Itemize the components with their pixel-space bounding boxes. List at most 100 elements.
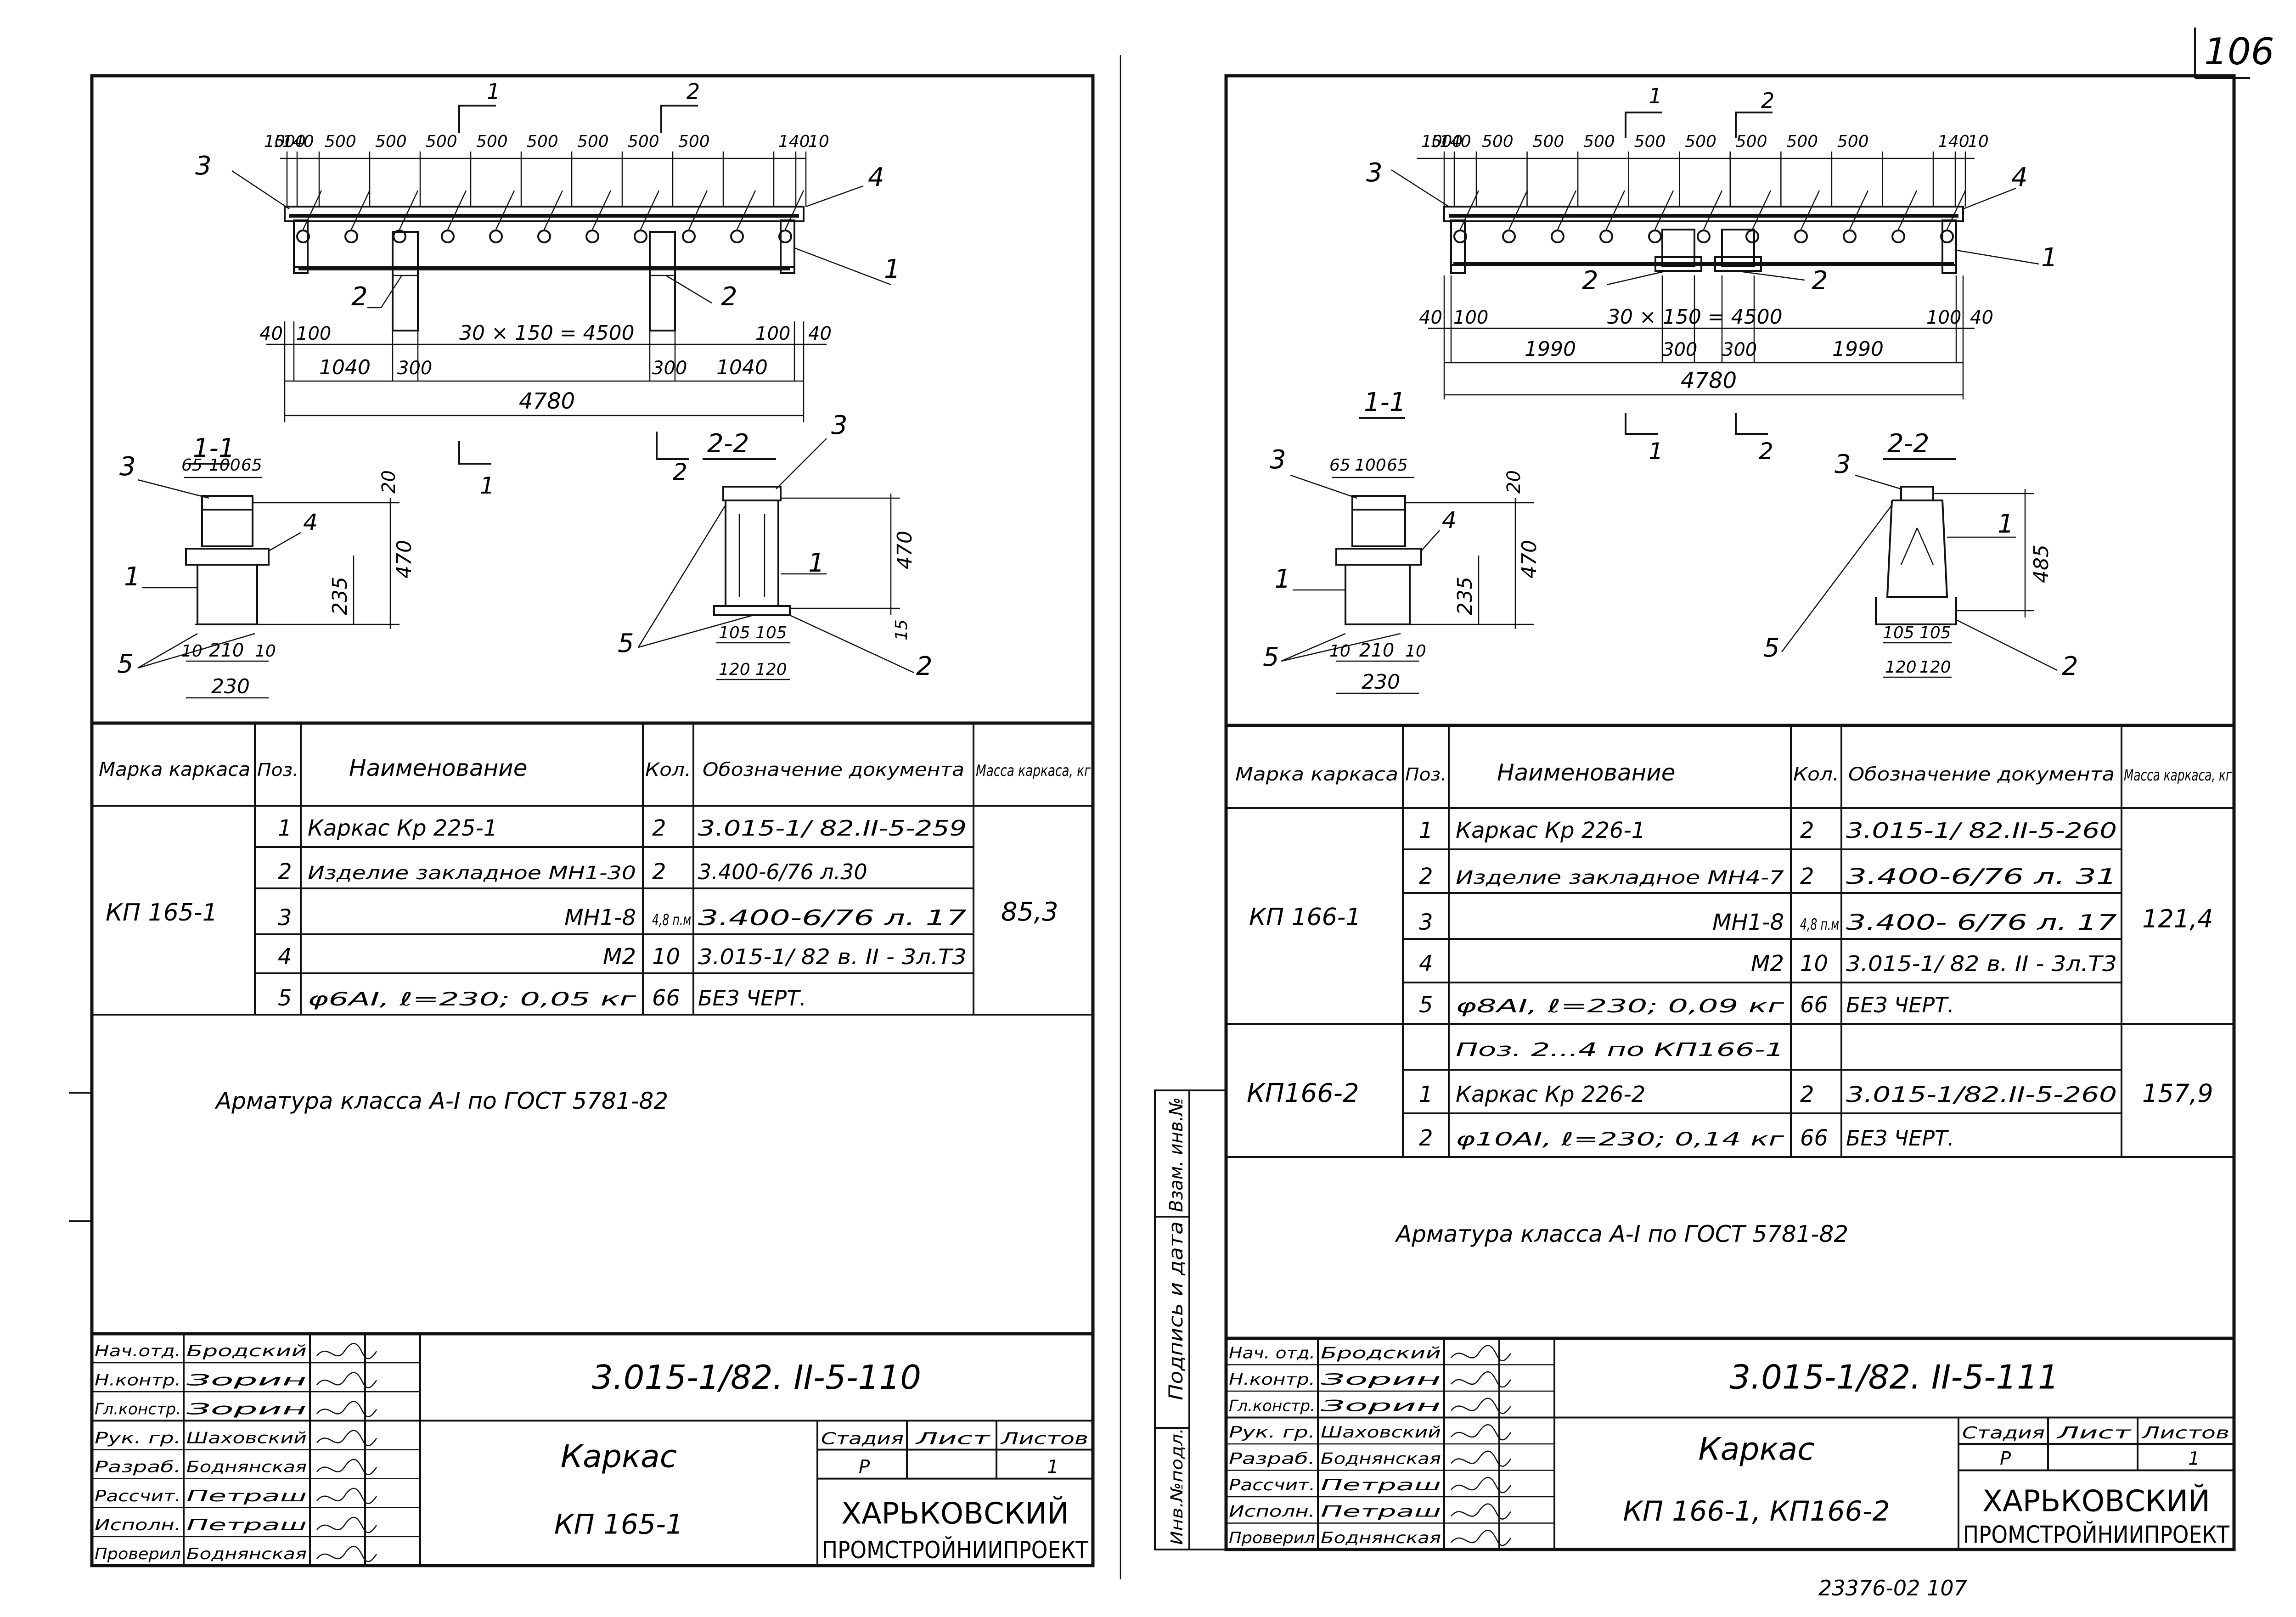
- svg-text:2: 2: [687, 79, 700, 104]
- svg-text:4: 4: [1442, 507, 1457, 533]
- svg-text:40: 40: [1419, 307, 1442, 328]
- row-pos: 4: [1419, 951, 1433, 977]
- stud: [1745, 230, 1759, 243]
- tb-name: Петраш: [1321, 1476, 1441, 1494]
- svg-text:2: 2: [1759, 438, 1773, 465]
- signature: [316, 1430, 377, 1446]
- signature: [1451, 1371, 1512, 1388]
- row-name: МН1-8: [564, 905, 636, 931]
- svg-text:470: 470: [1518, 540, 1541, 578]
- tb-role: Рук. гр.: [95, 1429, 181, 1448]
- svg-text:1990: 1990: [1832, 337, 1884, 361]
- svg-text:3: 3: [831, 410, 848, 440]
- title-block: Нач.отд.БродскийН.контр.ЗоринГл.констр.З…: [92, 1332, 1093, 1566]
- stud: [1843, 230, 1857, 243]
- svg-text:40: 40: [1970, 307, 1993, 328]
- row-doc: 3.400-6/76 л. 31: [1846, 864, 2117, 889]
- row-pos: 2: [278, 859, 292, 885]
- reinforcement-note: Арматура класса А-I по ГОСТ 5781-82: [214, 1088, 668, 1114]
- tb-sheets-header: Листов: [2141, 1424, 2229, 1443]
- signature: [1451, 1477, 1512, 1493]
- dimension-label: 500: [1837, 132, 1869, 151]
- svg-text:65: 65: [241, 456, 262, 475]
- svg-text:3: 3: [1835, 449, 1851, 479]
- svg-text:210: 210: [1359, 640, 1394, 661]
- signature: [316, 1459, 377, 1476]
- signature: [316, 1545, 377, 1562]
- svg-text:100: 100: [209, 456, 241, 475]
- row-pos: 1: [1419, 818, 1433, 843]
- stud: [296, 230, 310, 243]
- header-mark: Марка каркаса: [99, 758, 250, 780]
- svg-text:5: 5: [117, 649, 134, 679]
- page-number-box: 106: [2194, 28, 2274, 79]
- svg-text:40: 40: [259, 323, 283, 344]
- svg-text:120: 120: [719, 660, 750, 679]
- svg-text:1040: 1040: [319, 356, 371, 379]
- drawing-subtitle: КП 165-1: [554, 1509, 683, 1541]
- svg-text:65: 65: [1329, 456, 1351, 475]
- svg-text:1: 1: [1649, 84, 1662, 108]
- signature: [316, 1488, 377, 1505]
- header-doc: Обозначение документа: [1848, 764, 2115, 785]
- row-qty: 10: [652, 944, 680, 970]
- document-code: 3.015-1/82. II-5-110: [592, 1358, 921, 1397]
- row-name: МН1-8: [1712, 910, 1784, 935]
- row-name: М2: [603, 944, 636, 970]
- svg-text:30 × 150 = 4500: 30 × 150 = 4500: [1607, 305, 1783, 329]
- svg-text:15: 15: [892, 619, 911, 640]
- svg-text:100: 100: [755, 323, 790, 344]
- row-qty: 4,8 п.м: [652, 911, 691, 929]
- tb-role: Рассчит.: [1229, 1476, 1315, 1494]
- row-doc: БЕЗ ЧЕРТ.: [1846, 993, 1954, 1017]
- row-name: Изделие закладное МН1-30: [308, 863, 636, 884]
- svg-text:300: 300: [397, 358, 432, 379]
- svg-text:3: 3: [1270, 445, 1286, 475]
- svg-text:10: 10: [255, 642, 276, 661]
- callout-3: 3: [1366, 158, 1383, 188]
- section-1-1: 1-1 65 100 65 20 470 235 3 4 1 5: [1263, 387, 1541, 694]
- svg-text:3: 3: [119, 452, 136, 482]
- tb-stage: Р: [859, 1457, 870, 1478]
- tb-role: Разраб.: [1229, 1450, 1315, 1468]
- tb-role: Исполн.: [95, 1516, 181, 1534]
- dimension-label: 10: [808, 132, 829, 151]
- tb-name: Петраш: [186, 1487, 307, 1505]
- header-mass: Масса каркаса, кг: [976, 762, 1091, 780]
- svg-text:210: 210: [209, 640, 244, 661]
- svg-text:1040: 1040: [716, 356, 768, 379]
- tb-name: Петраш: [1321, 1503, 1441, 1521]
- side-replace-label: Взам. инв.№: [1166, 1097, 1187, 1212]
- tb-role: Проверил: [95, 1545, 181, 1563]
- header-qty: Кол.: [645, 759, 691, 780]
- svg-text:1-1: 1-1: [1364, 387, 1406, 417]
- stud: [1502, 230, 1516, 243]
- svg-text:10: 10: [1329, 642, 1351, 661]
- row-doc: БЕЗ ЧЕРТ.: [698, 986, 806, 1011]
- tb-role: Рассчит.: [95, 1487, 181, 1505]
- row-name: Каркас Кр 226-2: [1456, 1082, 1645, 1107]
- dimension-label: 140: [778, 132, 810, 151]
- row-qty: 66: [1800, 1125, 1828, 1151]
- callout-2: 2: [1812, 266, 1828, 296]
- tb-name: Зорин: [1321, 1397, 1441, 1415]
- org-name: ХАРЬКОВСКИЙ: [1982, 1484, 2210, 1519]
- callout-1: 1: [2041, 243, 2058, 273]
- dimension-label: 10: [1968, 132, 1989, 151]
- svg-text:105: 105: [719, 623, 750, 642]
- dimension-label: 500: [1786, 132, 1818, 151]
- tb-sheet-header: Лист: [914, 1430, 990, 1449]
- tb-sheet-header: Лист: [2055, 1424, 2131, 1443]
- signature: [1451, 1529, 1512, 1546]
- row-qty: 66: [1800, 992, 1828, 1018]
- row-doc: 3.015-1/82.II-5-260: [1846, 1082, 2117, 1107]
- svg-text:100: 100: [1355, 456, 1386, 475]
- row-pos: 3: [1419, 910, 1433, 935]
- specification-table: Марка каркаса Поз. Наименование Кол. Обо…: [92, 721, 1093, 1016]
- dimension-label: 500: [375, 132, 407, 151]
- header-mark: Марка каркаса: [1235, 764, 1398, 785]
- page-number: 106: [2204, 30, 2274, 73]
- row-doc: 3.015-1/ 82.II-5-259: [698, 816, 967, 841]
